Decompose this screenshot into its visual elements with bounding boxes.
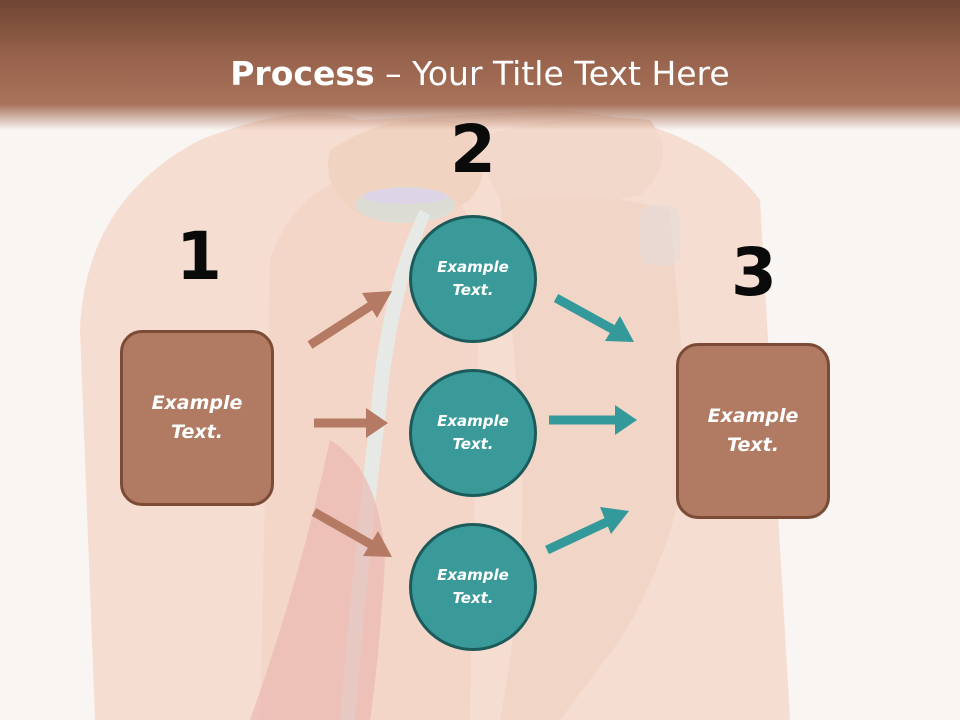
middle-circle-bottom: Example Text.: [409, 523, 537, 651]
title-rest-part: – Your Title Text Here: [374, 54, 730, 93]
middle-circle-top: Example Text.: [409, 215, 537, 343]
arrow-bottom-to-right: [545, 507, 629, 555]
right-process-box: Example Text.: [676, 343, 830, 519]
arrow-left-to-top: [307, 291, 392, 349]
left-process-box: Example Text.: [120, 330, 274, 506]
step-number-3: 3: [731, 234, 777, 311]
arrow-center-to-right: [549, 405, 637, 435]
header-band: [0, 0, 960, 130]
step-number-1: 1: [176, 218, 222, 295]
slide-title: Process – Your Title Text Here: [0, 54, 960, 94]
arrow-left-to-bottom: [311, 508, 392, 557]
middle-circle-center: Example Text.: [409, 369, 537, 497]
step-number-2: 2: [450, 111, 496, 188]
title-bold-part: Process: [230, 54, 375, 93]
arrow-left-to-center: [314, 408, 388, 438]
arrow-top-to-right: [553, 294, 634, 342]
